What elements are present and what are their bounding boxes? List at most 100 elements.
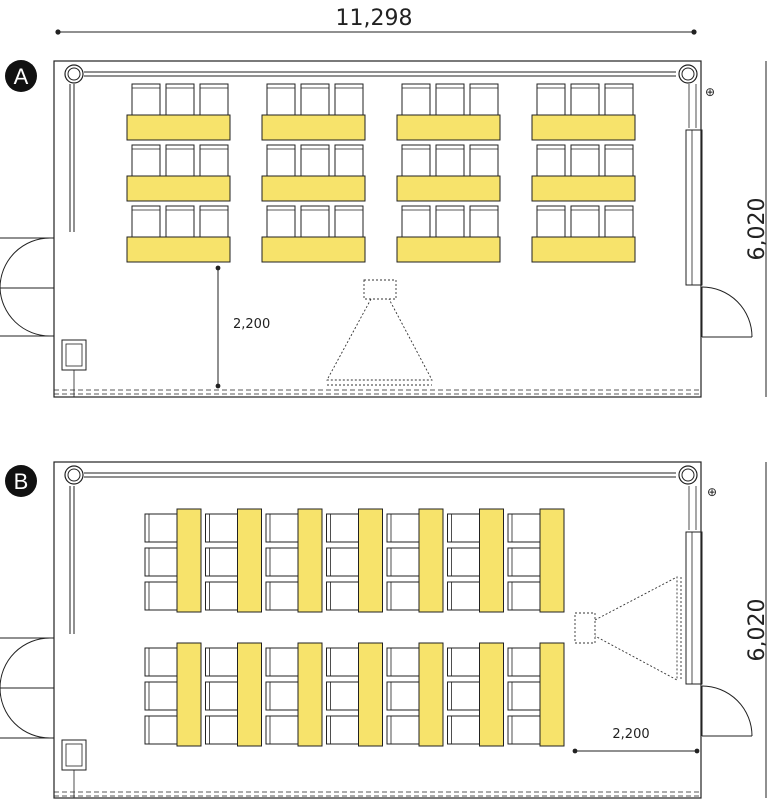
chair bbox=[447, 547, 480, 577]
desk-group bbox=[447, 508, 504, 613]
desk bbox=[176, 508, 202, 613]
desk-group bbox=[261, 205, 366, 263]
chair bbox=[300, 83, 330, 116]
desk-group bbox=[144, 642, 202, 747]
desk bbox=[531, 114, 636, 141]
desk-group bbox=[531, 205, 636, 263]
chair bbox=[447, 513, 480, 543]
chair bbox=[536, 205, 566, 238]
seating-b bbox=[144, 508, 565, 747]
clearance-dimension-a: 2,200 bbox=[215, 265, 270, 389]
chair bbox=[570, 205, 600, 238]
plan-a: A bbox=[0, 60, 770, 398]
chair bbox=[435, 83, 465, 116]
desk bbox=[418, 508, 444, 613]
chair bbox=[326, 715, 359, 745]
chair bbox=[469, 144, 499, 177]
chair bbox=[507, 581, 541, 611]
height-dimension-a: 6,020 bbox=[745, 61, 770, 397]
chair bbox=[507, 715, 541, 745]
chair bbox=[570, 144, 600, 177]
switch-icon-b: ⊕ bbox=[707, 485, 717, 499]
desk-group bbox=[531, 83, 636, 141]
height-label-b: 6,020 bbox=[745, 599, 770, 662]
desk-group bbox=[326, 508, 383, 613]
seating-a bbox=[126, 83, 636, 263]
chair bbox=[144, 681, 178, 711]
chair bbox=[401, 205, 431, 238]
chair bbox=[266, 144, 296, 177]
clearance-label-b: 2,200 bbox=[612, 727, 649, 742]
clearance-dimension-b: 2,200 bbox=[572, 727, 700, 754]
chair bbox=[326, 647, 359, 677]
chair bbox=[447, 647, 480, 677]
desk-group bbox=[144, 508, 202, 613]
badge-a: A bbox=[5, 60, 37, 92]
desk bbox=[531, 175, 636, 202]
badge-b-label: B bbox=[14, 469, 29, 494]
desk-group bbox=[265, 508, 323, 613]
chair bbox=[604, 205, 634, 238]
chair bbox=[447, 581, 480, 611]
chair bbox=[199, 205, 229, 238]
door-left-a bbox=[0, 237, 55, 337]
chair bbox=[447, 715, 480, 745]
desk bbox=[358, 508, 383, 613]
desk-group bbox=[261, 83, 366, 141]
chair bbox=[536, 144, 566, 177]
plan-b: B bbox=[0, 461, 770, 799]
desk bbox=[479, 642, 504, 747]
projector-b bbox=[574, 576, 682, 681]
badge-a-label: A bbox=[14, 64, 29, 89]
height-dimension-b: 6,020 bbox=[745, 462, 770, 798]
chair bbox=[326, 513, 359, 543]
chair bbox=[144, 715, 178, 745]
door-left-b bbox=[0, 637, 55, 739]
chair bbox=[326, 547, 359, 577]
desk bbox=[539, 642, 565, 747]
chair bbox=[435, 205, 465, 238]
chair bbox=[447, 681, 480, 711]
room-b-walls bbox=[53, 461, 703, 799]
projector-a bbox=[326, 279, 433, 386]
desk bbox=[126, 175, 231, 202]
desk-group bbox=[261, 144, 366, 202]
desk-group bbox=[447, 642, 504, 747]
chair bbox=[205, 581, 238, 611]
chair bbox=[265, 513, 299, 543]
badge-b: B bbox=[5, 465, 37, 497]
chair bbox=[265, 715, 299, 745]
chair bbox=[205, 647, 238, 677]
desk-group bbox=[126, 144, 231, 202]
chair bbox=[165, 144, 195, 177]
desk bbox=[237, 642, 262, 747]
door-right-b bbox=[701, 685, 753, 737]
chair bbox=[326, 581, 359, 611]
desk bbox=[261, 175, 366, 202]
desk-group bbox=[396, 205, 501, 263]
desk bbox=[531, 236, 636, 263]
chair bbox=[386, 715, 420, 745]
top-dimension: 11,298 bbox=[55, 6, 697, 35]
desk bbox=[261, 114, 366, 141]
chair bbox=[507, 647, 541, 677]
desk bbox=[297, 642, 323, 747]
chair bbox=[507, 547, 541, 577]
desk-group bbox=[265, 642, 323, 747]
desk-group bbox=[205, 508, 262, 613]
desk-group bbox=[507, 642, 565, 747]
chair bbox=[536, 83, 566, 116]
chair bbox=[401, 144, 431, 177]
chair bbox=[386, 647, 420, 677]
chair bbox=[205, 547, 238, 577]
desk bbox=[297, 508, 323, 613]
door-right-a bbox=[701, 286, 753, 338]
chair bbox=[144, 581, 178, 611]
chair bbox=[435, 144, 465, 177]
desk bbox=[126, 236, 231, 263]
chair bbox=[300, 205, 330, 238]
desk-group bbox=[396, 83, 501, 141]
chair bbox=[266, 205, 296, 238]
chair bbox=[144, 513, 178, 543]
chair bbox=[300, 144, 330, 177]
